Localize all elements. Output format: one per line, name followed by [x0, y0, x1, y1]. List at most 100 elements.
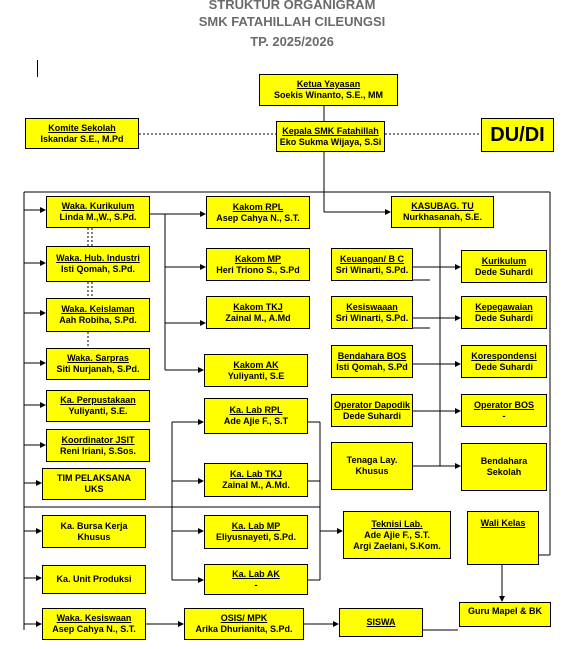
node-lab-mp: Ka. Lab MP Eliyusnayeti, S.Pd.: [204, 515, 308, 549]
node-person: Nurkhasanah, S.E.: [402, 212, 483, 222]
node-bendahara-sekolah: Bendahara Sekolah: [461, 443, 547, 491]
node-person: Eliyusnayeti, S.Pd.: [215, 532, 297, 542]
node-title: Korespondensi: [471, 350, 537, 361]
node-title: Wali Kelas: [480, 518, 526, 528]
node-lab-ak: Ka. Lab AK -: [204, 564, 308, 595]
node-title: Kurikulum: [481, 255, 527, 266]
node-dudi: DU/DI: [481, 118, 554, 152]
node-unit-produksi: Ka. Unit Produksi: [42, 565, 146, 594]
node-person: Zainal M., A.Md.: [222, 480, 290, 490]
node-waka-hubin: Waka. Hub. Industri Isti Qomah, S.Pd.: [46, 246, 150, 282]
node-siswa: SISWA: [339, 608, 423, 637]
node-title: Kesiswaaan: [346, 301, 398, 312]
node-ketua-yayasan: Ketua Yayasan Soekis Winanto, S.E., MM: [259, 74, 398, 106]
node-person: Dede Suhardi: [342, 410, 401, 421]
school-name: SMK FATAHILLAH CILEUNGSI: [198, 14, 386, 29]
node-title: Waka. Sarpras: [67, 353, 129, 363]
node-title: Operator Dapodik: [334, 399, 411, 410]
node-person: Dede Suhardi: [474, 266, 533, 277]
node-person: Argi Zaelani, S.Kom.: [353, 540, 441, 551]
node-title: Ka. Lab AK: [232, 568, 280, 579]
node-title: Ka. Lab TKJ: [229, 469, 282, 479]
node-person: Reni Iriani, S.Sos.: [59, 445, 137, 456]
node-person: Khusus: [355, 466, 389, 476]
node-person: Sri Winarti, S.Pd.: [335, 264, 409, 275]
node-title: Ka. Lab RPL: [229, 405, 283, 415]
text-cursor: [37, 60, 38, 77]
node-person: Aah Robiha, S.Pd.: [59, 315, 137, 325]
node-title: Kakom TKJ: [233, 301, 283, 312]
node-kepegawaian: Kepegawaian Dede Suhardi: [461, 296, 547, 329]
node-kurikulum-tu: Kurikulum Dede Suhardi: [461, 250, 547, 283]
node-title: Kepala SMK Fatahillah: [282, 125, 379, 136]
node-title: Waka. Keislaman: [61, 304, 135, 314]
node-person: Heri Triono S., S.Pd: [216, 264, 300, 275]
node-title: Waka. Kurikulum: [61, 201, 135, 211]
node-person: Ade Ajie F., S.T: [223, 416, 289, 426]
node-title: Kakom AK: [233, 359, 279, 370]
node-title: Waka. Hub. Industri: [56, 253, 140, 263]
node-person: Siti Nurjanah, S.Pd.: [56, 364, 140, 374]
node-person: Isti Qomah, S.Pd.: [60, 264, 135, 274]
node-person: Dede Suhardi: [474, 312, 533, 323]
node-tenaga-lay-khusus: Tenaga Lay. Khusus: [331, 442, 413, 490]
node-kakom-rpl: Kakom RPL Asep Cahya N., S.T.: [206, 196, 310, 229]
node-title: Teknisi Lab.: [371, 518, 423, 529]
node-wali-kelas: Wali Kelas: [467, 511, 539, 565]
node-osis-mpk: OSIS/ MPK Arika Dhurianita, S.Pd.: [184, 608, 304, 640]
node-person: Sekolah: [486, 467, 522, 477]
node-kakom-tkj: Kakom TKJ Zainal M., A.Md: [206, 296, 310, 329]
node-title: Operator BOS: [473, 399, 534, 410]
node-person: Yuliyanti, S.E: [227, 370, 285, 381]
node-title: DU/DI: [490, 123, 545, 146]
node-person: Iskandar S.E., M.Pd: [40, 133, 124, 144]
node-korespondensi: Korespondensi Dede Suhardi: [461, 345, 547, 378]
node-person: Soekis Winanto, S.E., MM: [274, 90, 383, 100]
node-person: Asep Cahya N., S.T.: [52, 624, 136, 634]
node-title: Ka. Unit Produksi: [56, 574, 132, 584]
node-person: Dede Suhardi: [474, 361, 533, 372]
node-title: Waka. Kesiswaan: [56, 613, 132, 623]
node-title: Koordinator JSIT: [61, 434, 135, 445]
node-person: Eko Sukma Wijaya, S.Si: [279, 136, 382, 147]
school-year: TP. 2025/2026: [250, 34, 334, 49]
node-title: Bendahara: [480, 456, 528, 466]
node-person: Isti Qomah, S.Pd: [336, 361, 408, 372]
node-title: Ketua Yayasan: [296, 79, 361, 89]
node-person: Arika Dhurianita, S.Pd.: [195, 624, 293, 634]
node-title: TIM PELAKSANA: [57, 473, 131, 483]
node-operator-bos: Operator BOS -: [461, 394, 547, 427]
node-title: Ka. Bursa Kerja: [60, 520, 128, 531]
node-kakom-mp: Kakom MP Heri Triono S., S.Pd: [206, 248, 310, 281]
node-waka-kesiswaan: Waka. Kesiswaan Asep Cahya N., S.T.: [42, 608, 146, 640]
node-title: Kakom RPL: [232, 201, 284, 212]
node-person: UKS: [84, 484, 104, 494]
node-person: -: [254, 579, 258, 590]
node-title: KASUBAG. TU: [411, 201, 474, 211]
node-tim-uks: TIM PELAKSANA UKS: [42, 468, 146, 500]
node-komite-sekolah: Komite Sekolah Iskandar S.E., M.Pd: [25, 118, 139, 149]
node-title: Keuangan/ B C: [339, 253, 404, 264]
node-person: -: [502, 410, 506, 421]
node-keuangan: Keuangan/ B C Sri Winarti, S.Pd.: [331, 248, 413, 281]
node-koordinator-jsit: Koordinator JSIT Reni Iriani, S.Sos.: [46, 429, 150, 462]
node-waka-keislaman: Waka. Keislaman Aah Robiha, S.Pd.: [46, 298, 150, 332]
node-person: Asep Cahya N., S.T.: [216, 212, 300, 223]
node-title: Kakom MP: [234, 253, 281, 264]
node-title: Kepegawaian: [475, 301, 533, 312]
node-title: SISWA: [366, 617, 396, 627]
chart-title: STRUKTUR ORGANIGRAM: [208, 0, 376, 12]
node-title: Komite Sekolah: [48, 122, 116, 133]
node-title: Ka. Lab MP: [231, 521, 281, 531]
node-person: Yuliyanti, S.E.: [68, 406, 128, 416]
node-teknisi-lab: Teknisi Lab. Ade Ajie F., S.T. Argi Zael…: [343, 511, 451, 559]
node-title: Tenaga Lay.: [346, 455, 398, 465]
node-person: Khusus: [77, 531, 111, 542]
node-kasubag-tu: KASUBAG. TU Nurkhasanah, S.E.: [391, 196, 494, 228]
node-title: Bendahara BOS: [337, 350, 407, 361]
node-bursa-kerja: Ka. Bursa Kerja Khusus: [42, 515, 146, 548]
node-person: Zainal M., A.Md: [225, 312, 291, 323]
node-kakom-ak: Kakom AK Yuliyanti, S.E: [204, 354, 308, 387]
node-lab-tkj: Ka. Lab TKJ Zainal M., A.Md.: [204, 463, 308, 497]
